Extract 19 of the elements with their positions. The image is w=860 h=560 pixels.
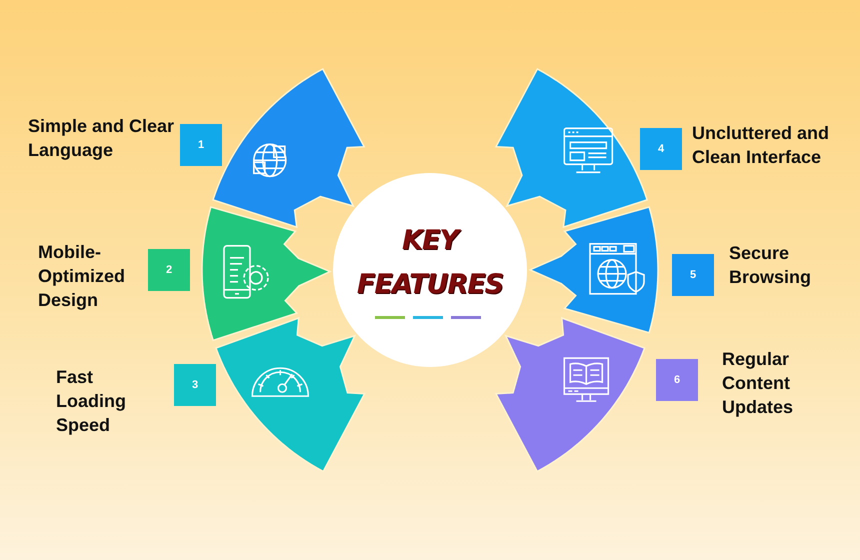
feature-label: Uncluttered and Clean Interface — [692, 122, 830, 169]
step-number: 4 — [658, 143, 664, 155]
feature-label: Simple and Clear Language — [28, 115, 176, 162]
feature-label: Mobile-Optimized Design — [38, 241, 126, 312]
step-number: 5 — [690, 269, 696, 281]
number-square — [174, 364, 216, 406]
step-number: 6 — [674, 374, 680, 386]
number-square — [640, 128, 682, 170]
feature-label: Regular Content Updates — [722, 348, 794, 419]
step-number: 3 — [192, 379, 198, 391]
number-square — [180, 124, 222, 166]
number-square — [148, 249, 190, 291]
step-number: 2 — [166, 264, 172, 276]
step-number: 1 — [198, 139, 204, 151]
feature-label: Secure Browsing — [729, 242, 812, 289]
number-square — [672, 254, 714, 296]
feature-label: Fast Loading Speed — [56, 366, 127, 437]
number-square — [656, 359, 698, 401]
title-text: KEY FEATURES — [356, 224, 504, 302]
